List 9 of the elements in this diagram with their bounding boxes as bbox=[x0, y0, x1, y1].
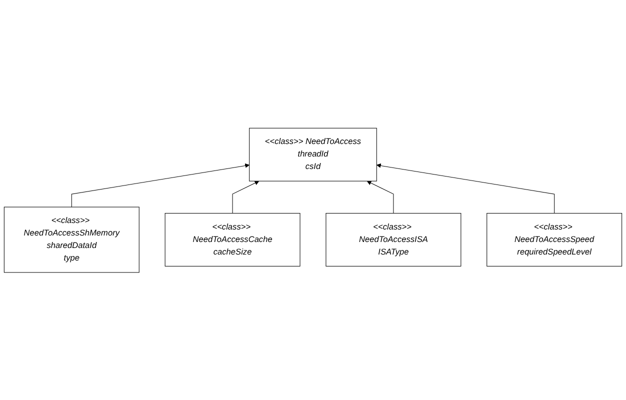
node-box: <<class>> NeedToAccessCache cacheSize bbox=[164, 212, 300, 266]
node-box: <<class>> NeedToAccessISA ISAType bbox=[326, 212, 462, 266]
arrow bbox=[366, 180, 394, 214]
node-box: <<class>> NeedToAccessShMemory sharedDataId type bbox=[4, 206, 140, 272]
node-box: <<class>> NeedToAccess threadId csId bbox=[249, 128, 377, 182]
arrow bbox=[376, 163, 555, 214]
arrow bbox=[71, 163, 250, 207]
arrow bbox=[232, 180, 260, 214]
node-box: <<class>> NeedToAccessSpeed requiredSpeedLevel bbox=[486, 212, 622, 266]
